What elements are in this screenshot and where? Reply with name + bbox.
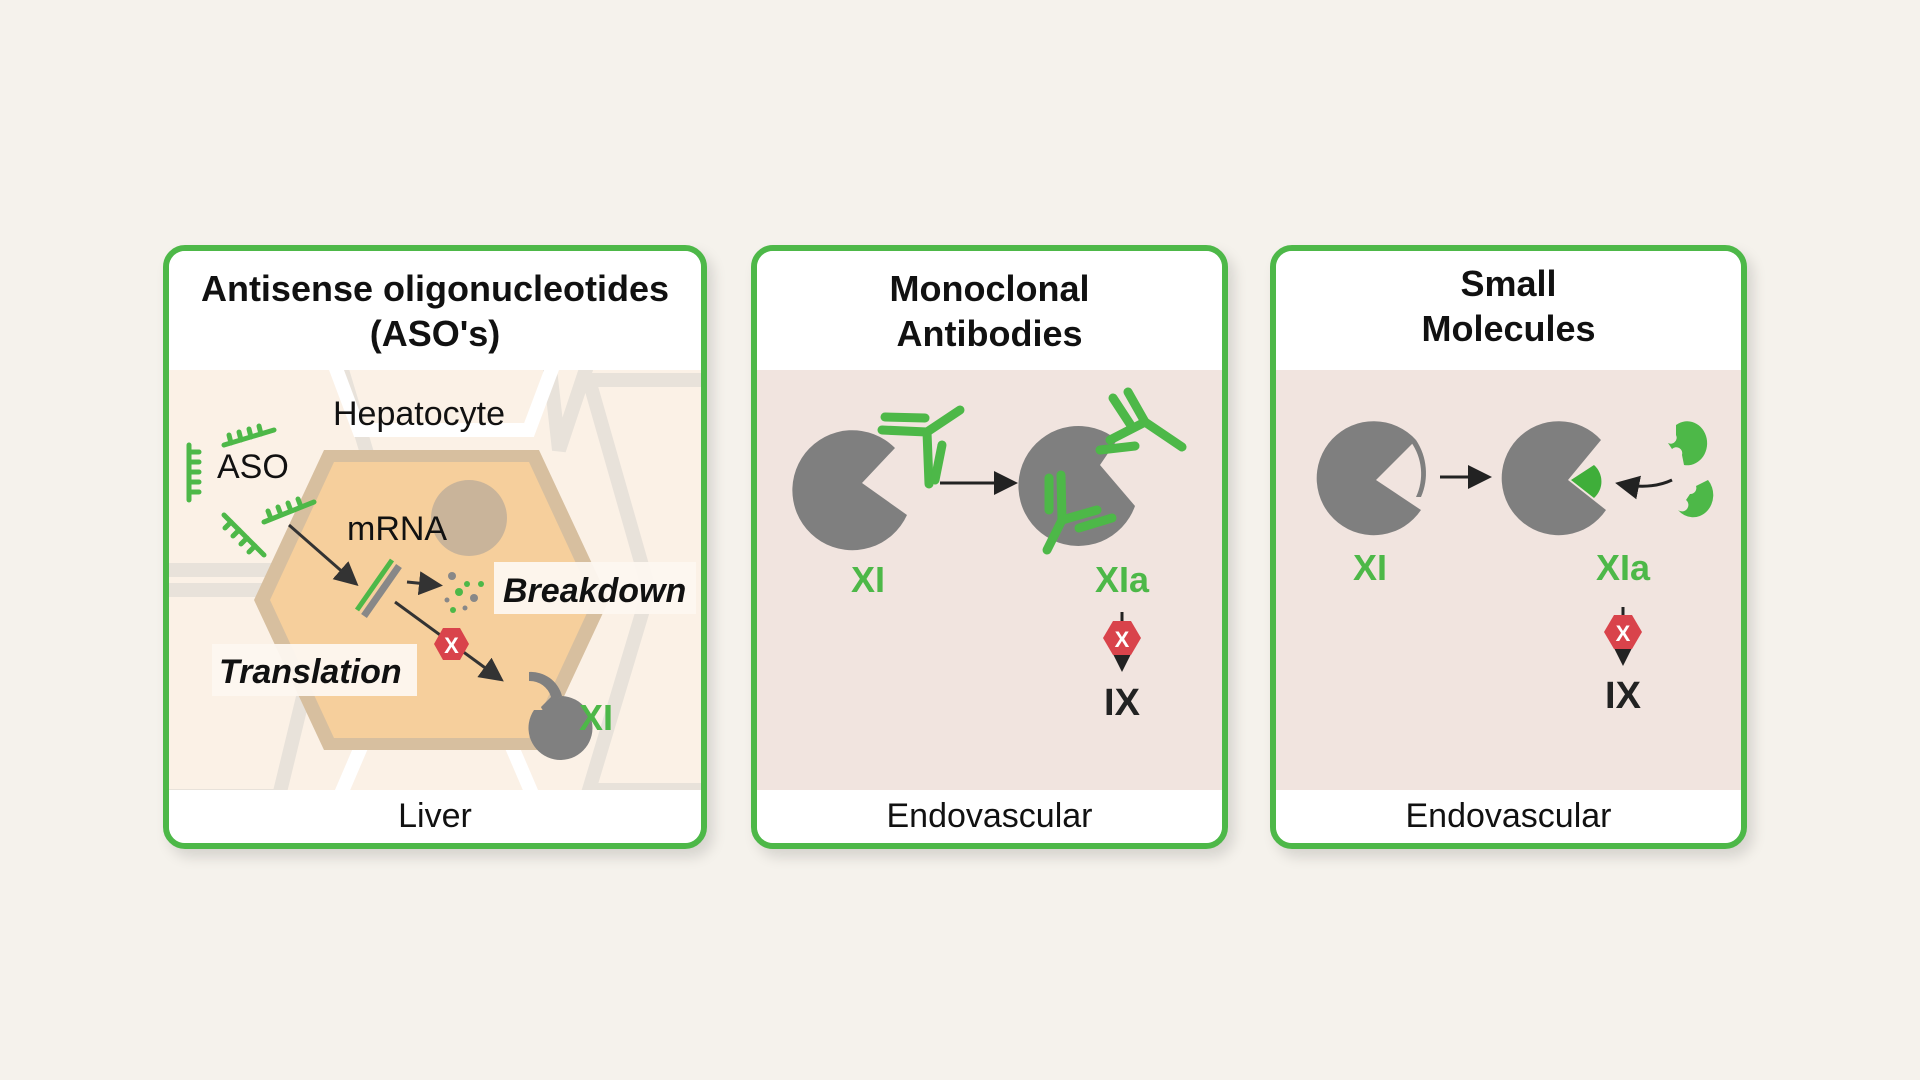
factor-xi-label: XI	[851, 559, 885, 600]
hepatocyte-label: Hepatocyte	[333, 395, 505, 433]
title-line: Antisense oligonucleotides	[200, 267, 670, 309]
antibody-diagram: XI XIa X IX	[792, 387, 1187, 724]
svg-text:X: X	[444, 633, 459, 658]
site-label: Liver	[398, 797, 472, 835]
small-molecule-inhibitor-icon	[1668, 421, 1714, 518]
svg-text:X: X	[1616, 621, 1631, 646]
bound-inhibitor-icon	[1571, 465, 1602, 498]
panel-monoclonal-antibodies: Monoclonal Antibodies	[751, 245, 1228, 849]
block-icon: X	[1103, 621, 1141, 655]
panel-header: Antisense oligonucleotides (ASO's)	[169, 251, 701, 370]
panel-title: Monoclonal Antibodies	[890, 266, 1090, 356]
factor-xi-label: XI	[579, 697, 613, 738]
aso-label: ASO	[217, 448, 289, 486]
title-line: Small	[1460, 262, 1557, 304]
nucleus	[431, 480, 507, 556]
factor-xia-label: XIa	[1596, 547, 1651, 588]
panel-illustration: X Hepatocyte ASO mRNA Breakdown Translat…	[169, 343, 701, 817]
factor-xi-protein-icon	[792, 430, 907, 551]
panel-illustration: XI XIa X IX	[1276, 370, 1741, 796]
antibody-icon	[877, 405, 965, 489]
site-label: Endovascular	[886, 797, 1093, 835]
small-molecule-diagram: XI XIa X IX	[1316, 421, 1714, 717]
factor-xia-label: XIa	[1095, 559, 1150, 600]
aso-diagram: X Hepatocyte ASO mRNA Breakdown Translat…	[169, 343, 701, 817]
mrna-label: mRNA	[347, 510, 447, 548]
site-label: Endovascular	[1405, 797, 1612, 835]
factor-xi-label: XI	[1353, 547, 1387, 588]
title-line: Antibodies	[896, 312, 1083, 354]
factor-ix-label: IX	[1605, 675, 1642, 717]
block-icon: X	[1604, 615, 1642, 649]
antibody-icon	[1042, 387, 1187, 555]
factor-xi-protein-icon	[528, 671, 593, 760]
translation-label: Translation	[219, 653, 402, 691]
panel-footer: Liver	[169, 790, 701, 843]
title-line: Molecules	[1421, 307, 1596, 349]
breakdown-label: Breakdown	[503, 572, 686, 610]
panel-header: Small Molecules	[1276, 251, 1741, 370]
panel-title: Small Molecules	[1421, 261, 1595, 351]
title-line: Monoclonal	[889, 267, 1090, 309]
breakdown-particles-icon	[444, 572, 484, 613]
panel-header: Monoclonal Antibodies	[757, 251, 1222, 370]
panel-illustration: XI XIa X IX	[757, 370, 1222, 796]
panel-small-molecules: Small Molecules XI	[1270, 245, 1747, 849]
svg-text:X: X	[1115, 627, 1130, 652]
mrna-aso-duplex-icon	[354, 558, 402, 619]
factor-xi-protein-icon	[1316, 421, 1426, 536]
binding-arrow	[1615, 475, 1673, 500]
title-line: (ASO's)	[369, 312, 501, 354]
panel-footer: Endovascular	[1276, 790, 1741, 843]
block-icon: X	[434, 628, 469, 660]
aso-molecules-icon	[186, 423, 317, 558]
factor-ix-label: IX	[1104, 682, 1141, 724]
panel-title: Antisense oligonucleotides (ASO's)	[201, 266, 669, 356]
factor-xia-protein-icon	[1501, 421, 1606, 536]
panel-footer: Endovascular	[757, 790, 1222, 843]
panel-aso: Antisense oligonucleotides (ASO's)	[163, 245, 707, 849]
